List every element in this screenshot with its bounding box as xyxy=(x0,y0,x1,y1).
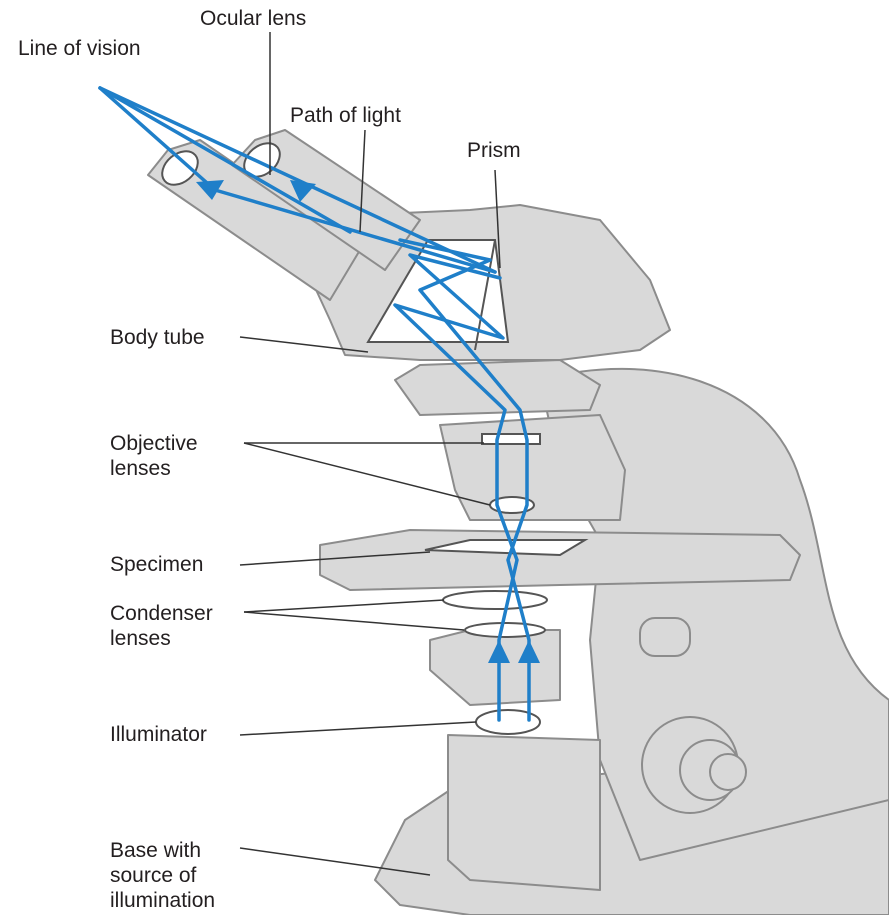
objective-lens-top xyxy=(482,434,540,444)
illuminator-column xyxy=(448,735,600,890)
illuminator-label: Illuminator xyxy=(110,722,207,747)
path-of-light-label: Path of light xyxy=(290,103,401,128)
condenser-holder xyxy=(430,630,560,705)
condenser-lens-bottom xyxy=(465,623,545,637)
prism-label: Prism xyxy=(467,138,521,163)
base-label: Base with source of illumination xyxy=(110,838,215,913)
body-tube-label: Body tube xyxy=(110,325,205,350)
condenser-lens-top xyxy=(443,591,547,609)
specimen-label: Specimen xyxy=(110,552,203,577)
line-of-vision-label: Line of vision xyxy=(18,36,141,61)
nosepiece-top xyxy=(395,360,600,415)
condenser-lenses-label: Condenser lenses xyxy=(110,601,213,651)
fine-focus-knob-cap xyxy=(710,754,746,790)
objective-lenses-label: Objective lenses xyxy=(110,431,198,481)
ocular-lens-label: Ocular lens xyxy=(200,6,306,31)
stage-knob xyxy=(640,618,690,656)
